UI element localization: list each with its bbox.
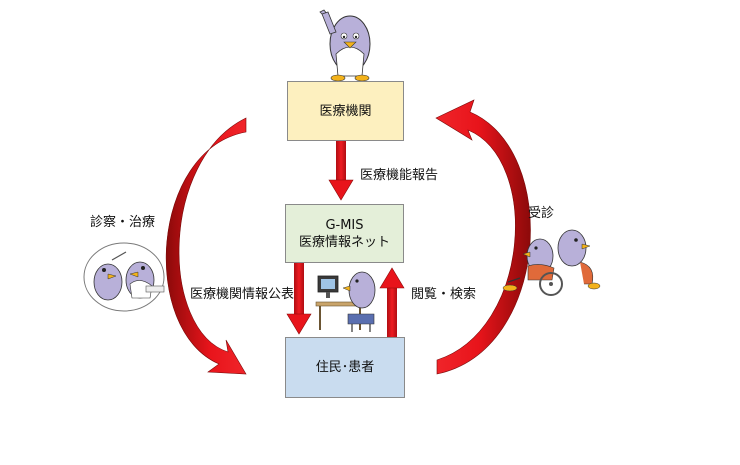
medical-institution-label: 医療機関	[319, 103, 372, 119]
computer-user-icon	[315, 271, 376, 332]
publish-down-arrow	[286, 263, 312, 335]
wheelchair-scene-icon	[502, 229, 601, 296]
left-curved-arrow	[165, 117, 247, 375]
residents-patients-box: 住民･患者	[285, 337, 405, 398]
gmis-subtitle: 医療情報ネット	[298, 234, 390, 250]
residents-patients-label: 住民･患者	[315, 360, 375, 375]
examination-scene-icon	[83, 242, 165, 312]
gmis-box: G-MIS 医療情報ネット	[285, 204, 404, 263]
function-report-label: 医療機能報告	[360, 168, 439, 183]
doctor-penguin-icon	[319, 9, 371, 82]
report-down-arrow	[328, 141, 354, 201]
right-curved-arrow	[435, 99, 531, 375]
publish-info-label: 医療機関情報公表	[190, 287, 295, 302]
consultation-treatment-label: 診察・治療	[90, 215, 156, 230]
gmis-title: G-MIS	[325, 217, 364, 233]
receive-care-label: 受診	[528, 206, 555, 221]
browse-search-label: 閲覧・検索	[411, 287, 477, 302]
browse-up-arrow	[379, 267, 405, 337]
medical-institution-box: 医療機関	[287, 81, 404, 141]
